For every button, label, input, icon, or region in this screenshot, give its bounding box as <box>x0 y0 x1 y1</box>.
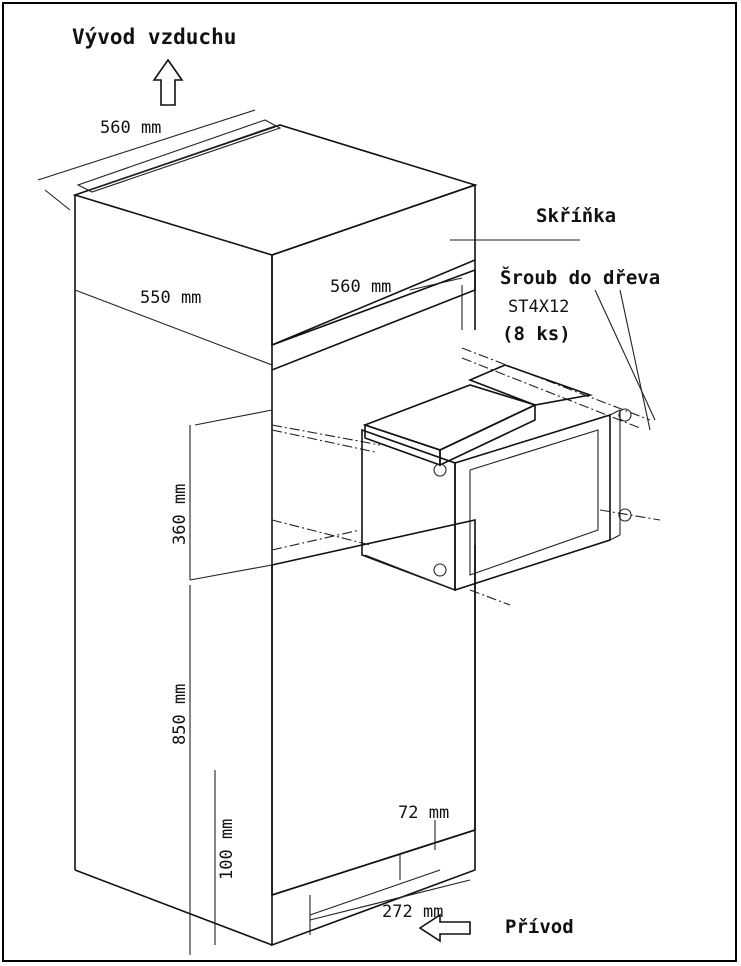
air-outlet-arrow-icon <box>152 58 184 106</box>
dim-vent-width: 272 mm <box>382 902 443 922</box>
cabinet-label: Skříňka <box>536 205 616 227</box>
dim-vent-depth: 72 mm <box>398 803 449 823</box>
dim-inner-width: 560 mm <box>330 277 391 297</box>
oven-appliance <box>361 364 632 592</box>
air-outlet-label: Vývod vzduchu <box>72 25 236 49</box>
cabinet-outline <box>72 119 661 947</box>
air-inlet-arrow-icon <box>418 913 471 943</box>
dim-plinth-height: 100 mm <box>217 819 237 880</box>
screw-qty-label: (8 ks) <box>502 323 571 345</box>
wood-screw-label: Šroub do dřeva <box>500 265 660 289</box>
dimension-lines <box>37 109 656 955</box>
dim-base-height: 850 mm <box>170 684 190 745</box>
air-inlet-label: Přívod <box>505 916 574 938</box>
screw-code-label: ST4X12 <box>508 297 569 317</box>
dim-niche-height: 360 mm <box>170 484 190 545</box>
dim-top-width: 560 mm <box>100 118 161 138</box>
dim-depth: 550 mm <box>140 288 201 308</box>
